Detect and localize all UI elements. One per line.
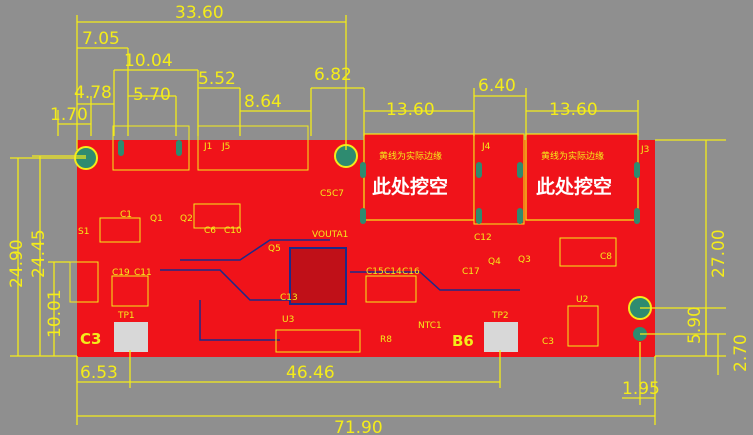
- cutout-left-label: 此处挖空: [372, 175, 448, 198]
- ref-c17: C17: [462, 267, 480, 277]
- dim-1-70: 1.70: [50, 105, 88, 125]
- dim-6-82: 6.82: [314, 65, 352, 85]
- slot-pad: [176, 140, 182, 156]
- cutout-right-label: 此处挖空: [536, 175, 612, 198]
- dim-5-52: 5.52: [198, 69, 236, 89]
- component-pads: [275, 329, 361, 353]
- cutout-right: [525, 133, 639, 221]
- dim-1-95: 1.95: [622, 379, 660, 399]
- dim-5-70: 5.70: [133, 85, 171, 105]
- ref-r8: R8: [380, 335, 392, 345]
- ref-tp1: TP1: [117, 311, 135, 321]
- ref-j4: J4: [481, 142, 491, 152]
- ref-j1: J1: [203, 142, 212, 152]
- dim-24-90: 24.90: [7, 239, 27, 288]
- dim-4-78: 4.78: [74, 83, 112, 103]
- slot-pad: [118, 140, 124, 156]
- ref-q1: Q1: [150, 214, 163, 224]
- main-ic: [289, 247, 347, 305]
- trace: [160, 269, 290, 301]
- trace: [350, 271, 520, 291]
- ref-c16: C16: [402, 267, 420, 277]
- ref-c5c7: C5C7: [320, 189, 344, 199]
- dim-33-60: 33.60: [175, 3, 224, 23]
- slot-pad: [360, 162, 366, 178]
- dim-7-05: 7.05: [82, 29, 120, 49]
- cutout-left-note: 黄线为实际边缘: [379, 150, 442, 162]
- ref-q4: Q4: [488, 257, 501, 267]
- dim-46-46: 46.46: [286, 363, 335, 383]
- ref-c1: C1: [120, 210, 132, 220]
- ref-tp2: TP2: [491, 311, 509, 321]
- dim-71-90: 71.90: [334, 418, 383, 435]
- slot-pad: [517, 162, 523, 178]
- switch-s1: [69, 261, 99, 303]
- ref-j5: J5: [221, 142, 230, 152]
- ref-c19: C19: [112, 268, 130, 278]
- test-pad-tp1: [114, 322, 148, 352]
- ref-q5: Q5: [268, 244, 281, 254]
- dim-13-60-left: 13.60: [386, 100, 435, 120]
- slot-pad: [634, 162, 640, 178]
- dim-2-70: 2.70: [731, 334, 751, 372]
- ref-u2: U2: [576, 295, 588, 305]
- ref-c11: C11: [134, 268, 152, 278]
- dim-24-45: 24.45: [29, 229, 49, 278]
- dim-27-00: 27.00: [709, 229, 729, 278]
- u2-footprint: [567, 305, 599, 347]
- trace: [199, 300, 280, 341]
- slot-pad: [476, 162, 482, 178]
- test-pad-tp2: [484, 322, 518, 352]
- cutout-left: [363, 133, 475, 221]
- ref-c14: C14: [384, 267, 402, 277]
- ref-c15: C15: [366, 267, 384, 277]
- component-pads: [559, 237, 617, 267]
- component-pads: [99, 217, 141, 243]
- dim-8-64: 8.64: [244, 92, 282, 112]
- slot-pad: [517, 208, 523, 224]
- component-pads: [111, 275, 149, 307]
- dim-6-40: 6.40: [478, 76, 516, 96]
- cutout-right-note: 黄线为实际边缘: [541, 150, 604, 162]
- ref-ntc1: NTC1: [418, 321, 442, 331]
- component-pads: [193, 203, 241, 229]
- trace: [180, 239, 330, 261]
- dimension-lines: [10, 15, 726, 425]
- dim-10-04: 10.04: [124, 51, 173, 71]
- component-pads: [365, 275, 417, 303]
- ref-s1: S1: [78, 227, 89, 237]
- dim-5-90: 5.90: [685, 306, 705, 344]
- ref-c8: C8: [600, 252, 612, 262]
- connector-j5-outline: [197, 125, 309, 171]
- corner-mark-right: B6: [452, 332, 474, 350]
- ref-q2: Q2: [180, 214, 193, 224]
- ref-c12: C12: [474, 233, 492, 243]
- ref-q3: Q3: [518, 255, 531, 265]
- ref-c13: C13: [280, 293, 298, 303]
- dim-6-53: 6.53: [80, 363, 118, 383]
- ref-c10: C10: [224, 226, 242, 236]
- ref-c6: C6: [204, 226, 216, 236]
- slot-pad: [634, 208, 640, 224]
- dim-13-60-right: 13.60: [549, 100, 598, 120]
- ref-vouta1: VOUTA1: [312, 230, 348, 240]
- ref-u3: U3: [282, 315, 294, 325]
- dim-10-01: 10.01: [45, 289, 65, 338]
- connector-j1-outline: [112, 125, 190, 171]
- ref-c3: C3: [542, 337, 554, 347]
- ref-j3: J3: [640, 145, 649, 155]
- slot-pad: [476, 208, 482, 224]
- corner-mark-left: C3: [80, 330, 101, 348]
- j4-slot: [473, 133, 525, 225]
- slot-pad: [360, 208, 366, 224]
